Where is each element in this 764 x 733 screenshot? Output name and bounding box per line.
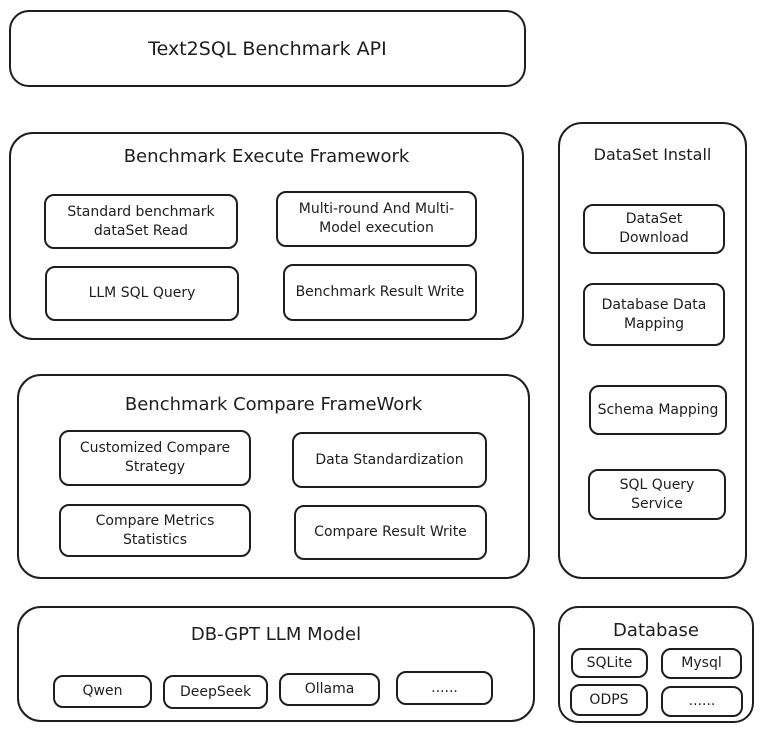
sql-query-service-label: SQL Query Service [619,476,695,512]
execute-framework-title: Benchmark Execute Framework [123,146,410,167]
model-deepseek-label: DeepSeek [179,683,252,700]
benchmark-result-write-label: Benchmark Result Write [295,284,465,300]
db-mysql-box: Mysql [661,648,742,679]
db-odps-label: ODPS [589,691,629,708]
dataset-install-title: DataSet Install [593,145,712,164]
db-sqlite-box: SQLite [571,648,648,678]
api-title: Text2SQL Benchmark API [148,37,387,60]
db-sqlite-label: SQLite [586,654,633,671]
db-mysql-label: Mysql [681,655,722,671]
compare-result-write-box: Compare Result Write [294,505,487,560]
data-standardization-label: Data Standardization [315,451,464,468]
schema-mapping-box: Schema Mapping [589,385,727,435]
compare-metrics-statistics-label: Compare Metrics Statistics [95,512,215,548]
model-qwen-label: Qwen [82,683,123,699]
schema-mapping-label: Schema Mapping [597,401,719,418]
model-qwen-box: Qwen [53,675,152,708]
database-title: Database [613,620,699,641]
llm-model-title: DB-GPT LLM Model [190,624,362,645]
db-odps-box: ODPS [570,684,648,716]
db-more-label: ...... [688,693,716,709]
model-more-box: ...... [396,671,493,705]
benchmark-result-write-box: Benchmark Result Write [283,264,477,321]
model-deepseek-box: DeepSeek [163,675,268,709]
standard-dataset-read-label: Standard benchmark dataSet Read [67,203,215,239]
compare-result-write-label: Compare Result Write [314,524,467,540]
data-standardization-box: Data Standardization [292,432,487,488]
model-more-label: ...... [431,679,458,696]
model-ollama-label: Ollama [304,681,355,697]
text2sql-api-box: Text2SQL Benchmark API [9,10,526,87]
db-more-box: ...... [661,686,743,717]
customized-compare-strategy-box: Customized Compare Strategy [59,430,251,486]
database-data-mapping-label: Database Data Mapping [601,296,707,332]
multi-round-execution-label: Multi-round And Multi-Model execution [298,201,455,236]
sql-query-service-box: SQL Query Service [588,469,726,520]
llm-sql-query-box: LLM SQL Query [45,266,239,321]
llm-sql-query-label: LLM SQL Query [88,285,196,301]
compare-framework-title: Benchmark Compare FrameWork [124,394,423,415]
multi-round-execution-box: Multi-round And Multi-Model execution [276,191,477,247]
database-data-mapping-box: Database Data Mapping [583,283,725,346]
model-ollama-box: Ollama [279,673,380,706]
customized-compare-strategy-label: Customized Compare Strategy [79,440,231,475]
dataset-download-box: DataSet Download [583,204,725,254]
dataset-download-label: DataSet Download [619,211,689,246]
standard-dataset-read-box: Standard benchmark dataSet Read [44,194,238,249]
compare-metrics-statistics-box: Compare Metrics Statistics [59,504,251,557]
